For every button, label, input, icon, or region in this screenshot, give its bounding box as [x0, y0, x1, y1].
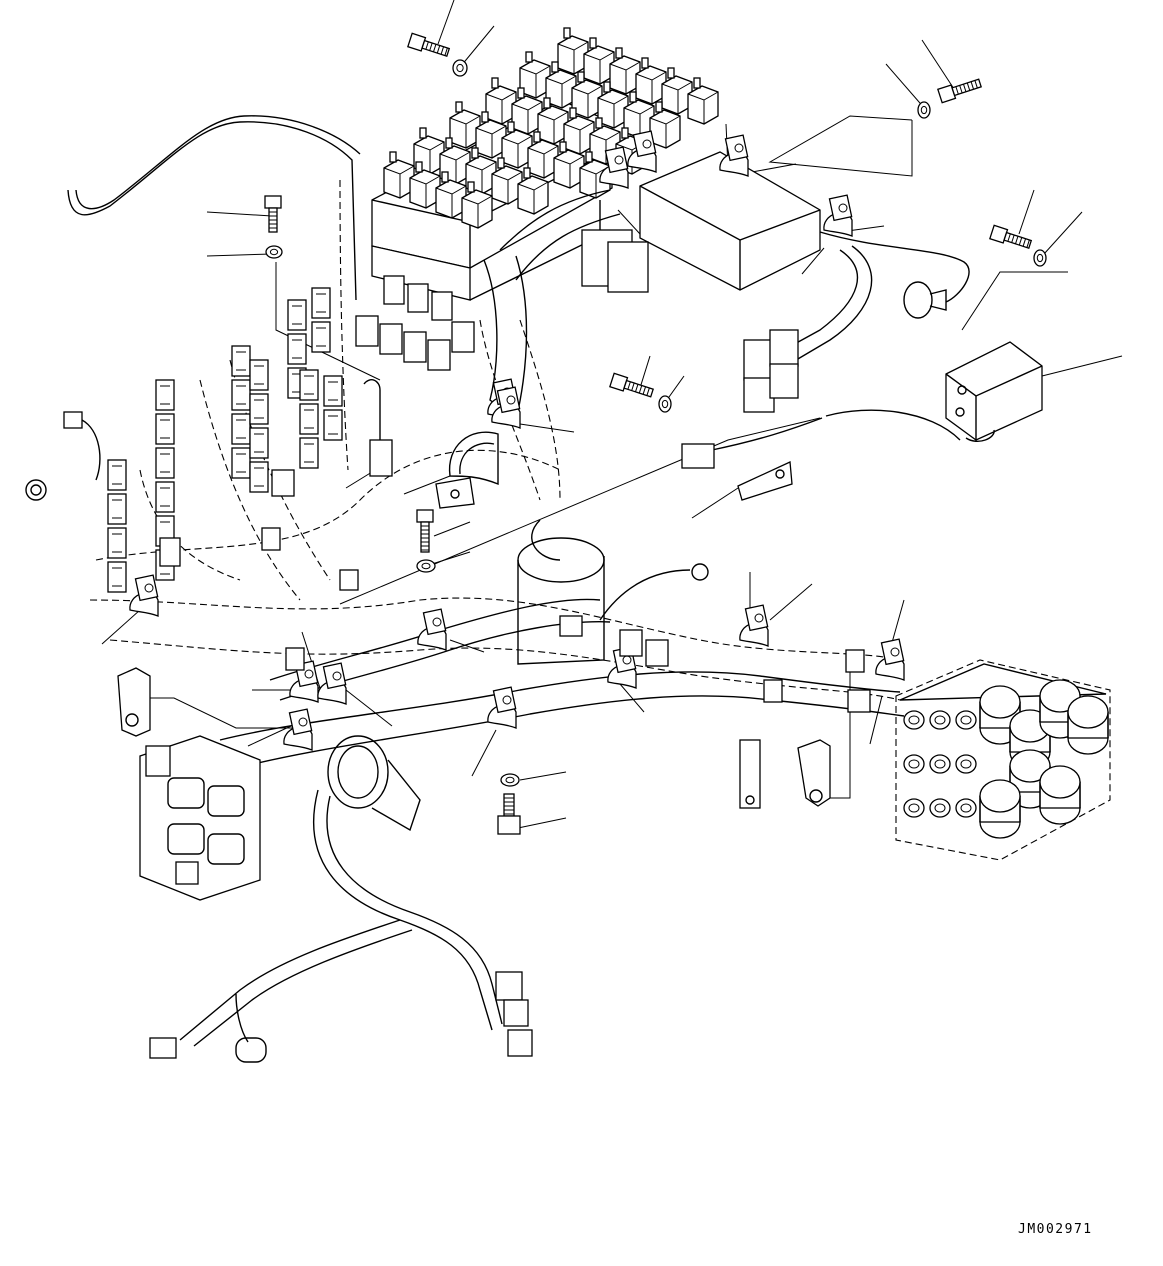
harness-clamp: [129, 574, 159, 617]
lower-left-connector-block: [139, 735, 421, 901]
washer: [416, 559, 436, 573]
harness-clamp: [627, 130, 657, 173]
harness-clamp: [317, 662, 347, 705]
washer: [265, 245, 283, 259]
relay-group: [383, 27, 719, 229]
washer: [917, 101, 931, 119]
solenoid-small: [955, 798, 977, 818]
harness-clamp: [875, 638, 905, 681]
bolt: [407, 32, 451, 57]
connector: [231, 345, 251, 377]
relay-fuse-box-assembly: [355, 27, 719, 371]
harness-clamp: [283, 708, 313, 751]
washer: [658, 395, 672, 413]
small-connectors: [117, 281, 947, 1063]
drawing-code: JM002971: [1018, 1222, 1093, 1237]
connector: [231, 379, 251, 411]
harness-wires: [67, 115, 970, 1047]
harness-clamp: [823, 194, 853, 237]
washer: [1033, 249, 1047, 267]
connector: [249, 427, 269, 459]
connector: [107, 561, 127, 593]
connector: [107, 527, 127, 559]
left-round-connector: [25, 411, 181, 567]
harness-clamp: [491, 386, 521, 429]
solenoid-small: [955, 754, 977, 774]
connector: [323, 409, 343, 441]
solenoid: [979, 779, 1021, 839]
solenoid-small: [955, 710, 977, 730]
solenoid-small: [903, 798, 925, 818]
connector: [107, 459, 127, 491]
connector: [299, 369, 319, 401]
connector: [231, 413, 251, 445]
harness-clamp: [607, 646, 637, 689]
relay: [435, 171, 467, 219]
relay: [383, 151, 415, 199]
bolts-and-washers: [264, 32, 1047, 835]
connector: [249, 393, 269, 425]
harness-clamp: [599, 146, 629, 189]
relay: [461, 181, 493, 229]
connector: [155, 447, 175, 479]
connector: [323, 375, 343, 407]
connector: [299, 437, 319, 469]
connector: [155, 413, 175, 445]
relay: [687, 77, 719, 125]
solenoid: [1039, 765, 1081, 825]
harness-clamp: [487, 686, 517, 729]
connector: [249, 359, 269, 391]
controller-box: [581, 151, 821, 293]
bolt: [989, 224, 1033, 249]
connector: [231, 447, 251, 479]
relay: [517, 167, 549, 215]
control-unit: [945, 341, 1043, 442]
solenoid-small: [929, 754, 951, 774]
left-connector-group: [107, 287, 343, 593]
bolt: [416, 509, 434, 553]
connector: [299, 403, 319, 435]
solenoid: [979, 685, 1021, 745]
connector: [311, 321, 331, 353]
relay: [475, 111, 507, 159]
relay: [537, 97, 569, 145]
connector: [155, 481, 175, 513]
harness-clamp: [719, 134, 749, 177]
solenoid-small: [929, 710, 951, 730]
bolt: [264, 195, 282, 233]
solenoid-small: [903, 710, 925, 730]
relay: [409, 161, 441, 209]
washer: [452, 59, 468, 77]
harness-clamps: [129, 130, 905, 751]
harness-clamp: [739, 604, 769, 647]
solenoid-small: [929, 798, 951, 818]
relay: [519, 51, 551, 99]
bolt: [937, 78, 982, 104]
solenoid-valve-block: [895, 659, 1111, 861]
solenoid: [1067, 695, 1109, 755]
connector: [249, 461, 269, 493]
washer: [500, 773, 520, 787]
bolt: [609, 372, 654, 398]
connector: [155, 379, 175, 411]
connector: [287, 333, 307, 365]
solenoid-small: [903, 754, 925, 774]
harness-clamp: [417, 608, 447, 651]
connector: [311, 287, 331, 319]
connector: [287, 299, 307, 331]
bolt: [497, 793, 521, 835]
fuse-connectors: [355, 275, 475, 371]
connector: [107, 493, 127, 525]
